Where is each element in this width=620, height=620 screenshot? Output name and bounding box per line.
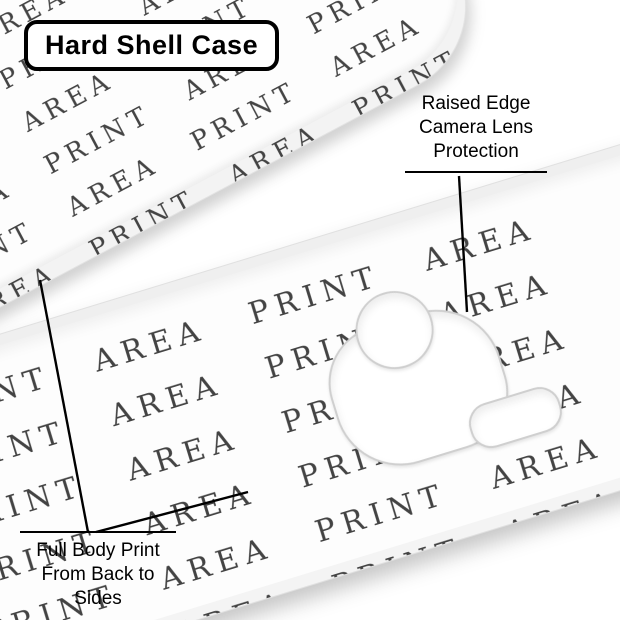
annotation-full-body-line3: Sides xyxy=(74,588,122,609)
title-badge: Hard Shell Case xyxy=(24,20,280,71)
annotation-camera: Raised Edge Camera Lens Protection xyxy=(405,92,547,173)
annotation-full-body-line2: From Back to xyxy=(41,564,155,585)
annotation-camera-line1: Raised Edge xyxy=(421,93,531,114)
annotation-camera-line3: Protection xyxy=(433,141,519,162)
annotation-full-body-line1: Full Body Print xyxy=(36,540,160,561)
title-text: Hard Shell Case xyxy=(45,30,259,60)
annotation-full-body: Full Body Print From Back to Sides xyxy=(20,531,176,611)
annotation-camera-line2: Camera Lens xyxy=(418,117,534,138)
